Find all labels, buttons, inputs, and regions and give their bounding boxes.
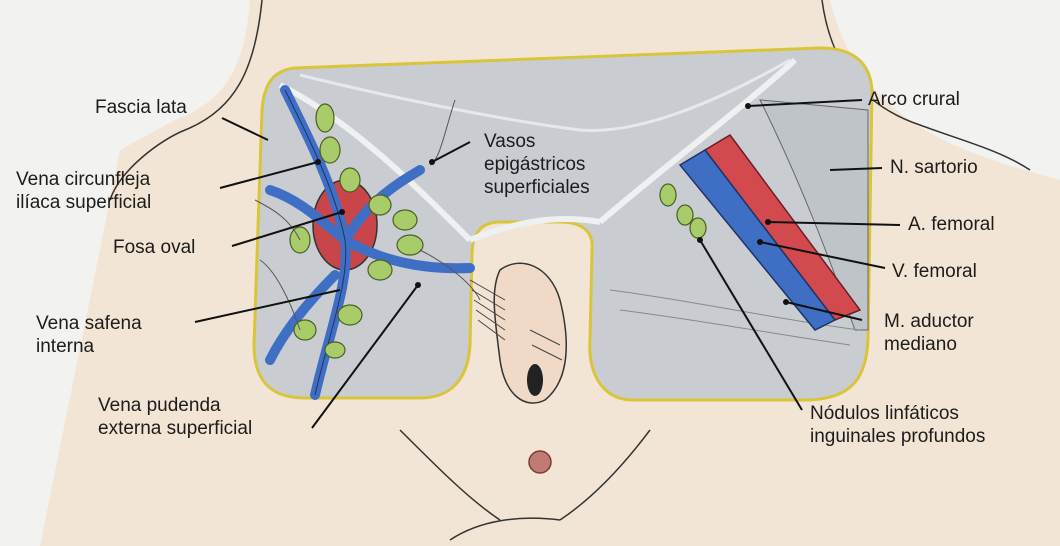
label-m-aductor: M. aductor mediano: [884, 310, 974, 356]
label-n-sartorio: N. sartorio: [890, 156, 978, 179]
label-fascia-lata: Fascia lata: [95, 96, 187, 119]
label-v-femoral: V. femoral: [892, 260, 977, 283]
label-vena-safena: Vena safena interna: [36, 312, 142, 358]
label-vena-circunfleja: Vena circunfleja ilíaca superficial: [16, 168, 151, 214]
label-fosa-oval: Fosa oval: [113, 236, 195, 259]
label-vasos-epigastricos: Vasos epigástricos superficiales: [484, 130, 590, 199]
label-arco-crural: Arco crural: [868, 88, 960, 111]
genitalia-opening: [527, 364, 543, 396]
anus: [529, 451, 551, 473]
label-a-femoral: A. femoral: [908, 213, 995, 236]
label-nodulos: Nódulos linfáticos inguinales profundos: [810, 402, 985, 448]
label-vena-pudenda: Vena pudenda externa superficial: [98, 394, 252, 440]
